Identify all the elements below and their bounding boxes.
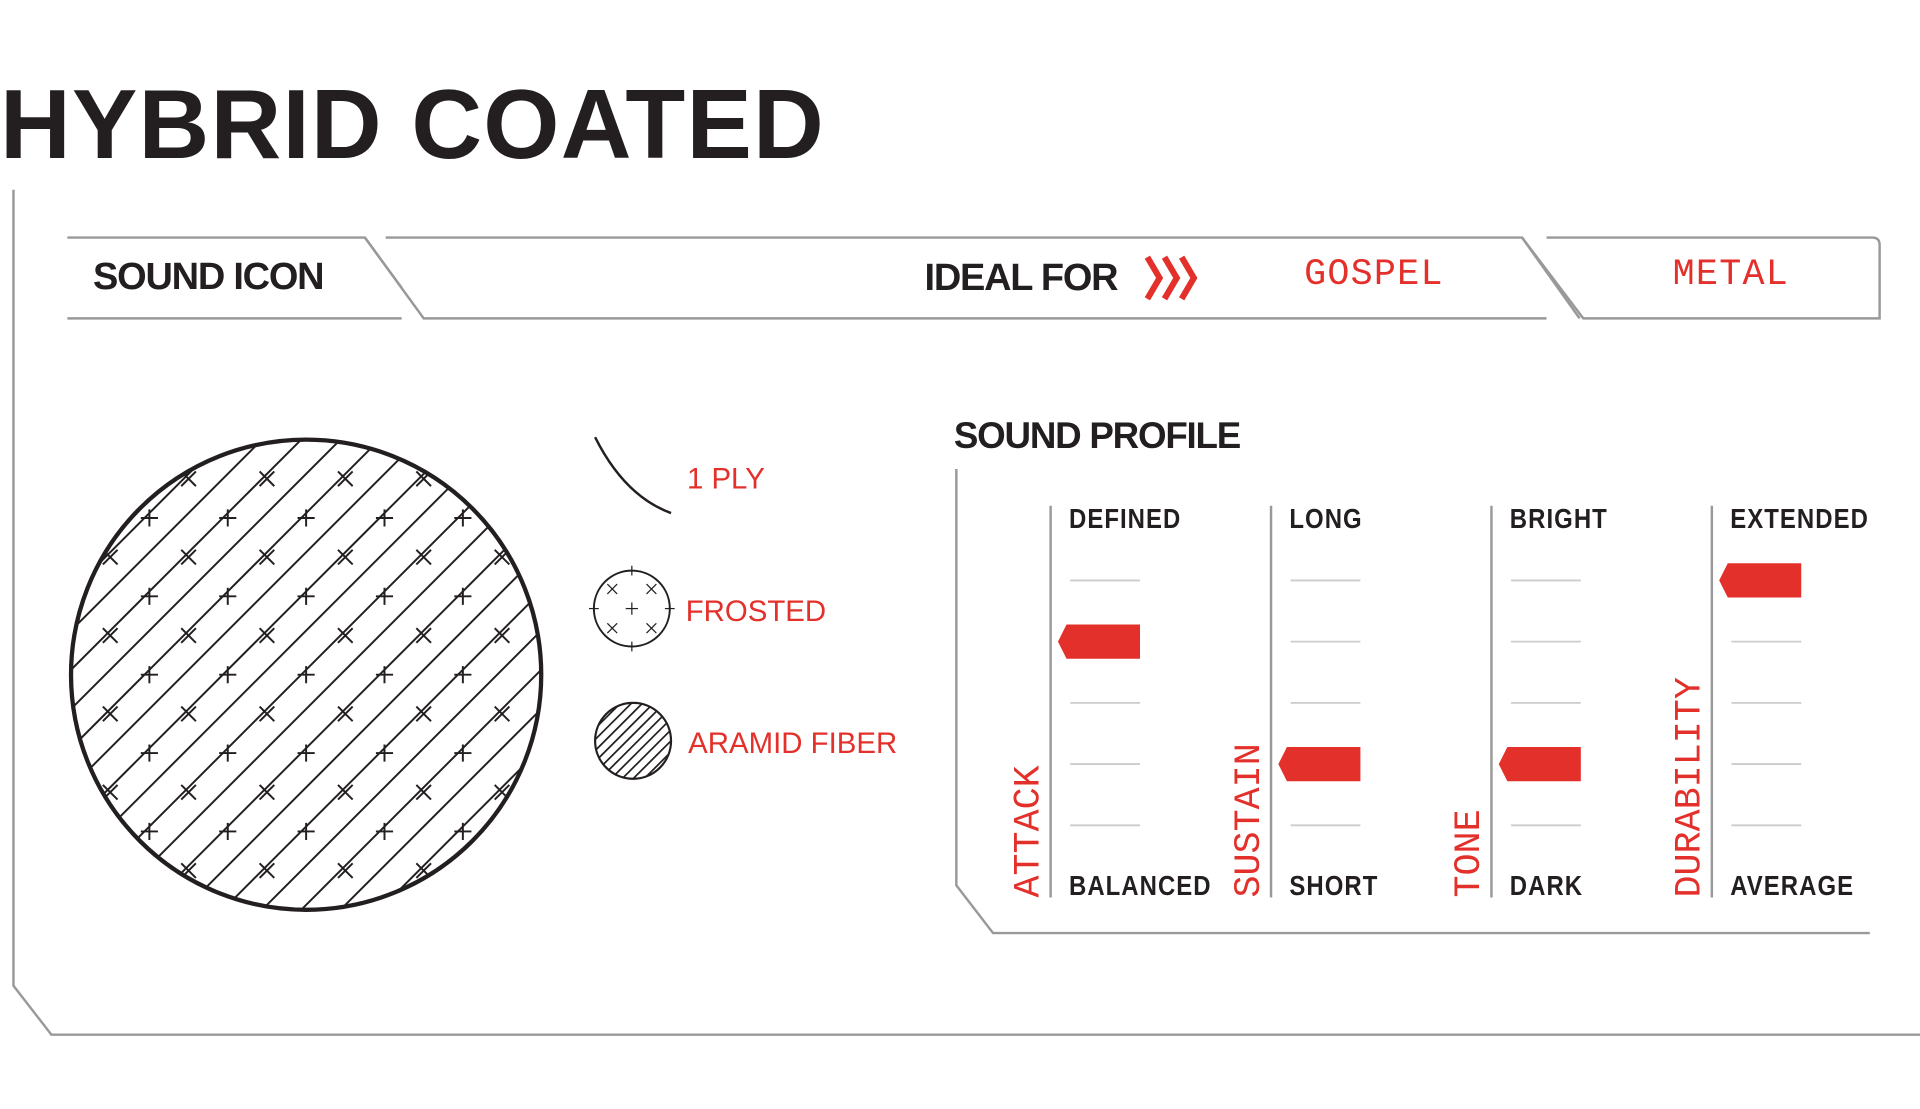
level-marker-durability — [1719, 563, 1802, 598]
aramid-fiber-icon — [594, 701, 673, 780]
metric-bottom-label: DARK — [1509, 869, 1584, 902]
page-title: HYBRID COATED — [0, 69, 826, 179]
metric-top-label: LONG — [1289, 502, 1363, 534]
metric-top-label: DEFINED — [1068, 502, 1182, 534]
legend-aramid-fiber: ARAMID FIBER — [688, 727, 898, 761]
metric-name: SUSTAIN — [1229, 743, 1272, 898]
legend-1-ply: 1 PLY — [686, 462, 765, 496]
metric-top-label: BRIGHT — [1509, 502, 1608, 534]
metric-bottom-label: BALANCED — [1068, 869, 1212, 902]
metric-bottom-label: SHORT — [1289, 869, 1379, 902]
metric-name: DURABILITY — [1670, 677, 1712, 898]
sound-icon-label: SOUND ICON — [93, 254, 325, 298]
sound-profile-title: SOUND PROFILE — [953, 416, 1241, 457]
genre-gospel: GOSPEL — [1304, 254, 1444, 297]
metric-bottom-label: AVERAGE — [1730, 869, 1855, 902]
frosted-icon — [588, 565, 675, 652]
level-marker-sustain — [1278, 746, 1361, 782]
ideal-for-label: IDEAL FOR — [924, 255, 1118, 299]
metric-name: TONE — [1449, 809, 1492, 898]
chevrons-icon — [1144, 255, 1198, 301]
metric-name: ATTACK — [1008, 765, 1051, 898]
metric-top-label: EXTENDED — [1730, 502, 1869, 534]
level-marker-tone — [1498, 746, 1581, 782]
level-marker-attack — [1057, 624, 1141, 659]
legend-frosted: FROSTED — [685, 595, 827, 629]
ply-arc-icon — [594, 436, 672, 515]
genre-metal: METAL — [1672, 254, 1790, 297]
sound-icon-circle — [68, 437, 544, 912]
